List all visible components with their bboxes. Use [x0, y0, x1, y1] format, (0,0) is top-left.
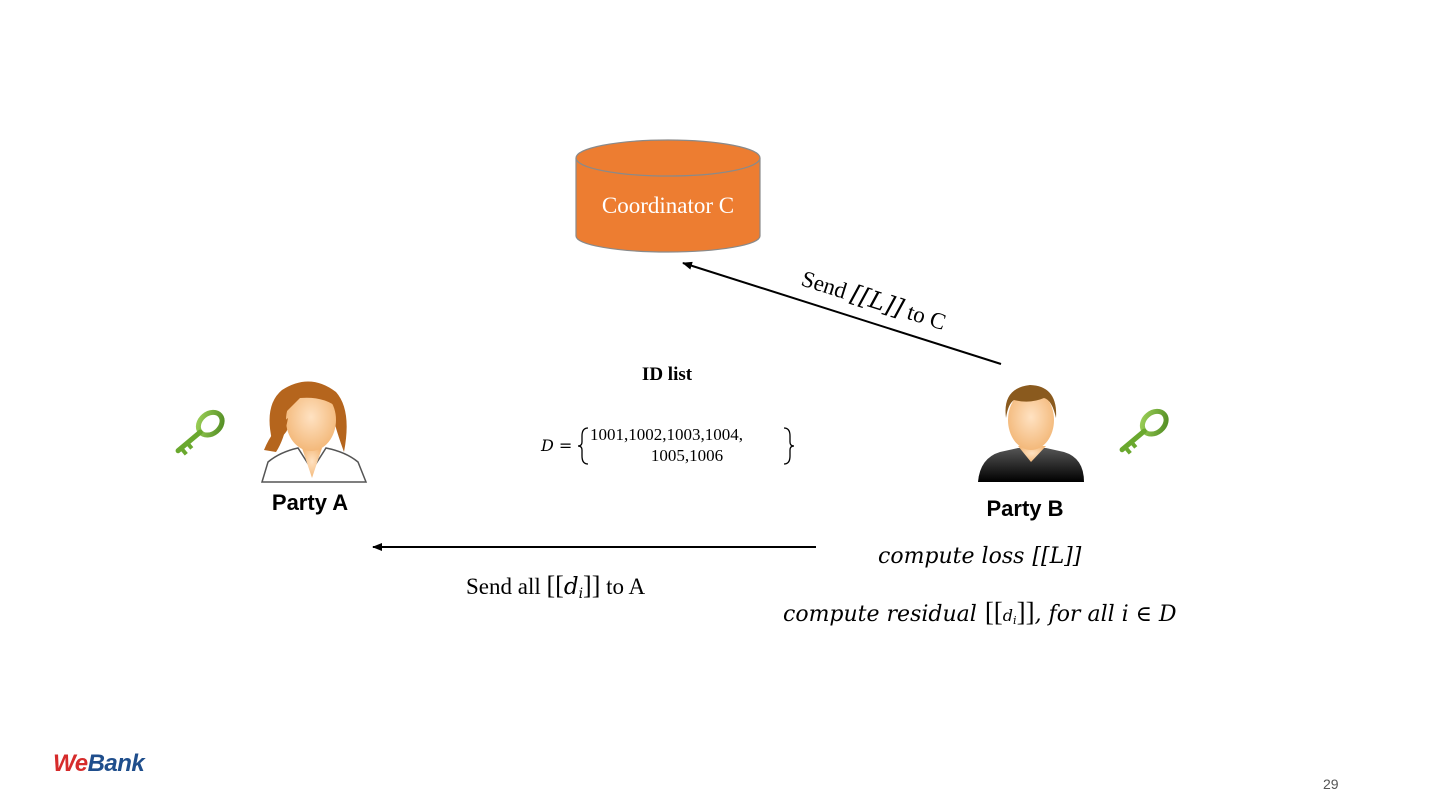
id-list-title: ID list [642, 364, 693, 385]
id-list-line-2: 1005,1006 [651, 446, 723, 465]
key-icon [175, 409, 225, 456]
party-a-avatar-icon [260, 381, 368, 483]
logo-we: We [53, 750, 88, 777]
send-to-a-label: Send all [[di]] to A [466, 571, 645, 602]
coordinator-label: Coordinator C [602, 193, 734, 218]
page-number: 29 [1323, 776, 1339, 792]
party-b-avatar-icon [978, 385, 1084, 482]
compute-residual-text: compute residual[[di]], for all i ∈ D [783, 597, 1177, 627]
compute-loss-text: compute loss[[L]] [878, 544, 1082, 569]
coordinator-database-icon [575, 139, 761, 253]
party-a-label: Party A [272, 490, 348, 515]
send-to-c-arrow [682, 261, 1002, 365]
send-to-c-label: Send [[L]] to C [798, 264, 949, 336]
key-icon [1119, 408, 1169, 455]
id-list-brace-left [577, 427, 589, 465]
id-list-lhs: D = [540, 436, 572, 455]
webank-logo: WeBank [53, 750, 145, 778]
logo-bank: Bank [87, 750, 145, 777]
id-list-line-1: 1001,1002,1003,1004, [590, 425, 743, 444]
party-b-label: Party B [986, 496, 1063, 521]
id-list-brace-right [783, 427, 795, 465]
